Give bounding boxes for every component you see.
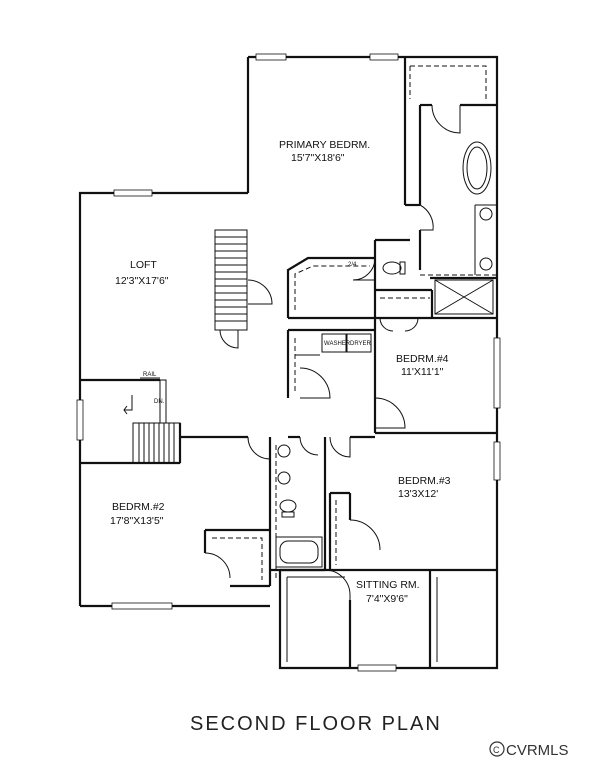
bedroom2-size: 17'8"X13'5"	[110, 515, 164, 527]
plan-title: SECOND FLOOR PLAN	[190, 713, 442, 735]
dryer-label: DRYER	[350, 341, 372, 347]
washer-label: WASHER	[324, 341, 351, 347]
loft-name: LOFT	[130, 259, 157, 271]
fixtures	[277, 141, 493, 518]
bedroom4-name: BEDRM.#4	[396, 353, 449, 365]
bedroom4-size: 11'X11'1"	[401, 366, 444, 378]
sitting-room-name: SITTING RM.	[356, 579, 420, 591]
sitting-room-size: 7'4"X9'6"	[366, 593, 408, 605]
watermark-text: CVRMLS	[506, 742, 569, 759]
svg-text:C: C	[493, 745, 500, 755]
door-size-mark: 2/4	[348, 262, 357, 268]
doors	[204, 104, 461, 600]
watermark: C CVRMLS	[489, 741, 569, 759]
primary-bedroom-size: 15'7"X18'6"	[291, 152, 345, 164]
windows	[76, 53, 501, 672]
bedroom3-name: BEDRM.#3	[398, 475, 451, 487]
room-labels: PRIMARY BEDRM. 15'7"X18'6" LOFT 12'3"X17…	[110, 139, 451, 605]
bedroom2-name: BEDRM.#2	[112, 501, 165, 513]
interior-walls	[80, 57, 497, 668]
bedroom3-size: 13'3X12'	[398, 488, 438, 500]
loft-size: 12'3"X17'6"	[115, 275, 169, 287]
primary-bedroom-name: PRIMARY BEDRM.	[279, 139, 370, 151]
stairs	[123, 229, 248, 464]
stair-rail-label: RAIL	[143, 372, 157, 378]
stair-down-label: DN.	[154, 399, 165, 405]
copyright-icon	[489, 741, 505, 757]
